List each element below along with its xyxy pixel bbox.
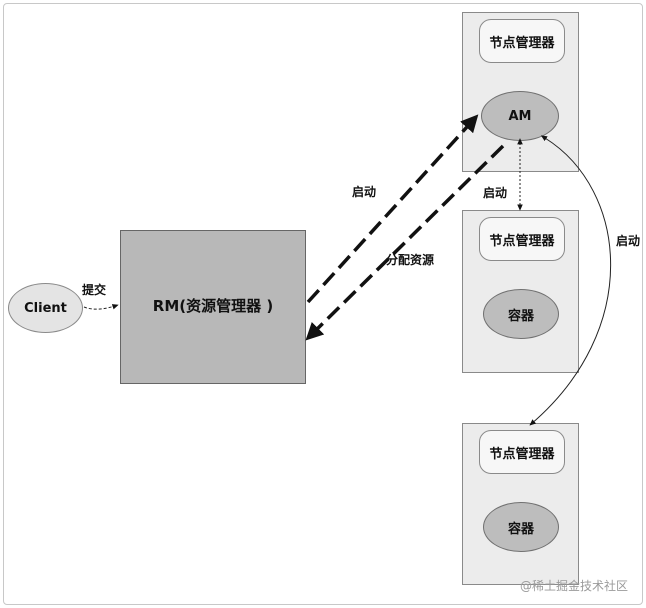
launch-rm-to-am-edge xyxy=(306,114,479,304)
submit-edge-label: 提交 xyxy=(82,283,107,297)
launch-am-to-node3-edge xyxy=(529,135,612,426)
container-ellipse-3: 容器 xyxy=(483,502,559,552)
diagram-frame xyxy=(3,3,643,605)
allocate-resources-edge xyxy=(305,144,505,341)
launch-am-to-node3-label: 启动 xyxy=(616,234,641,248)
node-manager-label-2: 节点管理器 xyxy=(479,217,565,261)
client-ellipse: Client xyxy=(8,283,83,333)
node-manager-label-3: 节点管理器 xyxy=(479,430,565,474)
launch-rm-to-am-label: 启动 xyxy=(352,185,377,199)
node-box-3: 节点管理器 容器 xyxy=(462,423,579,585)
launch-am-to-node2-label: 启动 xyxy=(483,186,508,200)
node-manager-label-1: 节点管理器 xyxy=(479,19,565,63)
application-master-ellipse: AM xyxy=(481,91,559,141)
watermark: @稀土掘金技术社区 xyxy=(519,579,628,593)
submit-edge xyxy=(83,304,119,310)
resource-manager-label: RM(资源管理器 ) xyxy=(152,297,274,315)
allocate-resources-label: 分配资源 xyxy=(386,253,435,267)
resource-manager-box: RM(资源管理器 ) xyxy=(120,230,306,384)
